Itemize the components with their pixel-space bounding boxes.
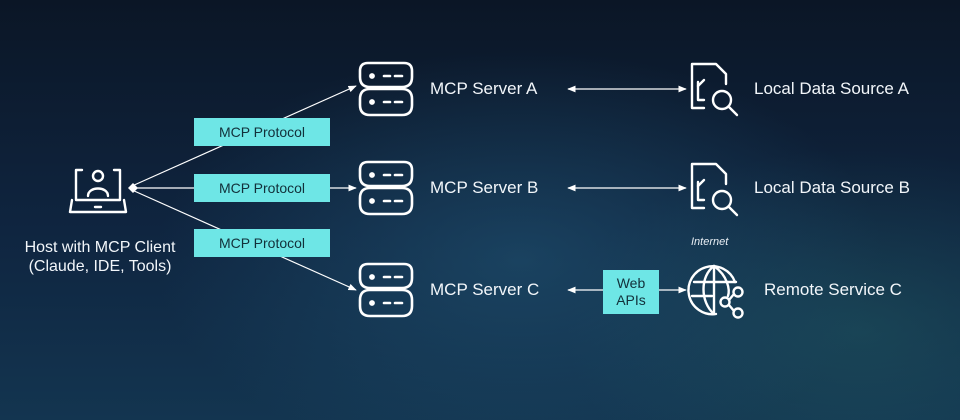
protocol-label-c: MCP Protocol (194, 229, 330, 257)
globe-share-icon (687, 264, 744, 319)
protocol-label-a: MCP Protocol (194, 118, 330, 146)
host-label: Host with MCP Client (Claude, IDE, Tools… (24, 239, 176, 275)
internet-label: Internet (691, 236, 729, 248)
server-icon (358, 61, 414, 117)
server-icon (358, 160, 414, 216)
web-apis-label: Web APIs (603, 270, 659, 314)
laptop-user-icon (68, 168, 128, 214)
source-b-label: Local Data Source B (754, 178, 910, 197)
document-search-icon (690, 62, 739, 117)
server-c-label: MCP Server C (430, 280, 540, 299)
protocol-label-b: MCP Protocol (194, 174, 330, 202)
remote-service-label: Remote Service C (764, 280, 902, 299)
source-a-label: Local Data Source A (754, 79, 909, 98)
server-icon (358, 262, 414, 318)
server-a-label: MCP Server A (430, 79, 538, 98)
document-search-icon (690, 162, 739, 217)
server-b-label: MCP Server B (430, 178, 539, 197)
host-junction (128, 183, 138, 193)
